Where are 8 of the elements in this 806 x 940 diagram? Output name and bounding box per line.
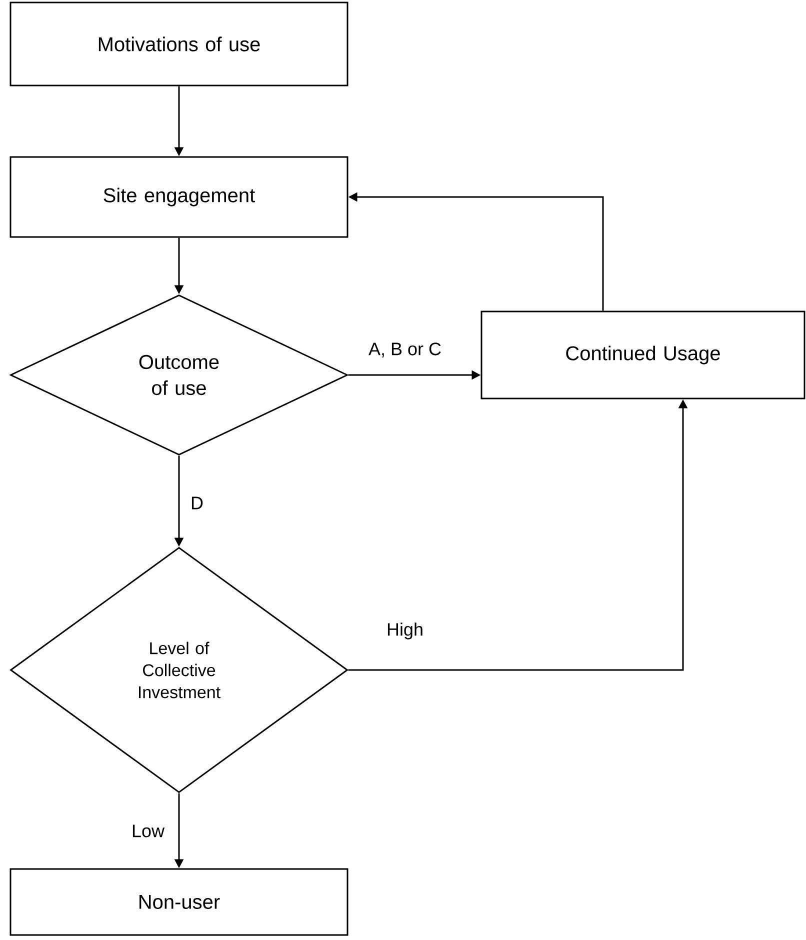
edge-label: Low	[130, 822, 166, 840]
edge-label: High	[384, 620, 426, 642]
process-box: Site engagement	[10, 156, 348, 238]
edge-label: A, B or C	[366, 340, 444, 360]
process-box: Continued Usage	[480, 310, 806, 400]
process-box: Motivations of use	[10, 2, 348, 86]
process-box: Non-user	[10, 868, 348, 936]
edge-label: D	[188, 494, 206, 512]
